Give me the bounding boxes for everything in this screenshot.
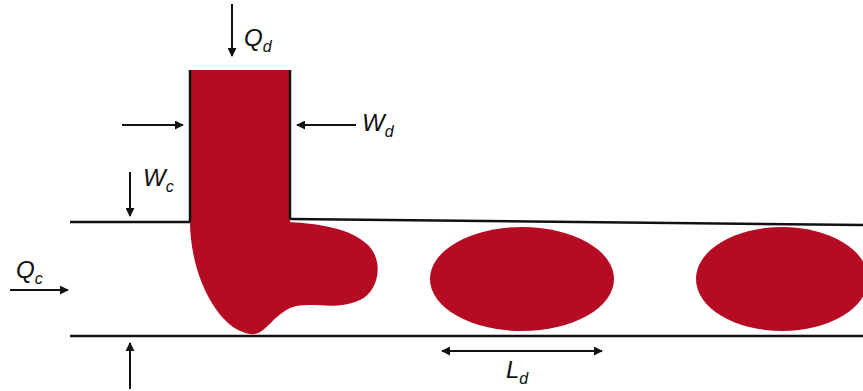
channel-wall (289, 70, 292, 219)
flow-arrow (231, 4, 233, 56)
dimension-arrow (129, 172, 131, 216)
droplet (430, 227, 614, 331)
length-label: Ld (506, 358, 528, 382)
channel-wall (70, 221, 190, 224)
dimension-arrow (442, 350, 602, 352)
flow-arrow (10, 289, 68, 291)
droplet (696, 227, 863, 331)
width-label: Wd (362, 111, 394, 135)
dimension-arrow (122, 124, 183, 126)
flow-rate-label: Qc (16, 258, 43, 282)
dimension-arrow (297, 124, 356, 126)
dimension-arrow (129, 343, 131, 389)
flow-rate-label: Qd (244, 26, 272, 50)
dispersed-phase (190, 70, 378, 334)
channel-wall (189, 70, 192, 222)
channel-wall (70, 335, 863, 338)
width-label: Wc (143, 166, 174, 190)
channel-wall (290, 219, 863, 225)
